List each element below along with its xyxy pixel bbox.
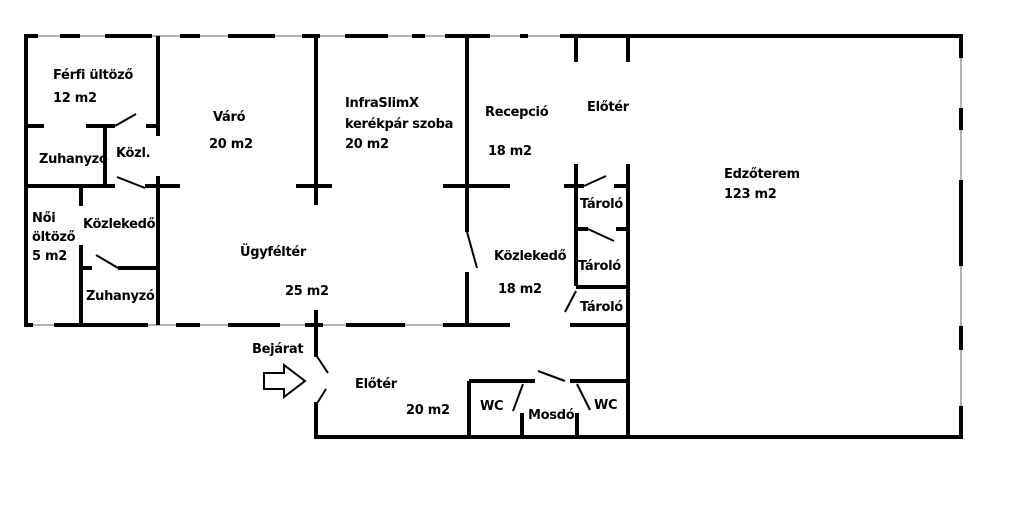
room-name-kozlekedo-main: Közlekedő <box>494 249 567 264</box>
room-name-wc-1: WC <box>480 399 504 414</box>
room-name-recepcio: Recepció <box>485 105 549 120</box>
room-area-recepcio: 18 m2 <box>488 144 532 159</box>
door-swing <box>315 354 329 374</box>
room-name-eloter-top: Előtér <box>587 100 629 115</box>
door-swing <box>95 254 119 269</box>
room-name-infraslim-1: InfraSlimX <box>345 96 419 111</box>
room-name-eloter-bottom: Előtér <box>355 377 397 392</box>
room-name-tarolo-2: Tároló <box>578 259 621 274</box>
room-name-ferfi-oltozo: Férfi ültöző <box>53 68 133 83</box>
room-name-edzoterem: Edzőterem <box>724 167 800 182</box>
room-name-kozl: Közl. <box>116 146 151 161</box>
door-swing <box>564 290 577 313</box>
door-swing <box>587 228 615 242</box>
room-name-zuhanyzo-1: Zuhanyzó <box>39 152 108 167</box>
room-name-zuhanyzo-2: Zuhanyzó <box>86 289 155 304</box>
room-area-edzoterem: 123 m2 <box>724 187 777 202</box>
doors <box>95 113 615 412</box>
room-area-eloter-bottom: 20 m2 <box>406 403 450 418</box>
door-swing <box>537 370 566 382</box>
room-area-ferfi-oltozo: 12 m2 <box>53 91 97 106</box>
door-swing <box>315 388 327 406</box>
room-name-wc-2: WC <box>594 398 618 413</box>
room-name-infraslim-2: kerékpár szoba <box>345 117 454 132</box>
entrance-label: Bejárat <box>252 342 304 357</box>
room-name-noi-oltozo-1: Női <box>32 211 56 226</box>
room-area-infraslim: 20 m2 <box>345 137 389 152</box>
room-area-kozlekedo-main: 18 m2 <box>498 282 542 297</box>
door-swing <box>583 175 607 187</box>
door-swing <box>116 176 146 189</box>
door-swing <box>512 383 524 412</box>
room-name-kozlekedo-small: Közlekedő <box>83 217 156 232</box>
room-name-mosdo: Mosdó <box>528 408 575 423</box>
room-name-tarolo-1: Tároló <box>580 197 623 212</box>
room-area-ugyfelter: 25 m2 <box>285 284 329 299</box>
room-name-tarolo-3: Tároló <box>580 300 623 315</box>
room-name-noi-oltozo-2: öltöző <box>32 230 76 245</box>
room-name-varo: Váró <box>213 110 246 125</box>
walls <box>24 34 963 439</box>
arrow-right-icon <box>263 362 307 400</box>
door-swing <box>576 383 591 411</box>
windows <box>25 35 962 437</box>
room-area-noi-oltozo: 5 m2 <box>32 249 67 264</box>
room-area-varo: 20 m2 <box>209 137 253 152</box>
door-swing <box>114 113 137 127</box>
door-swing <box>466 231 478 269</box>
room-name-ugyfelter: Ügyféltér <box>240 245 307 260</box>
